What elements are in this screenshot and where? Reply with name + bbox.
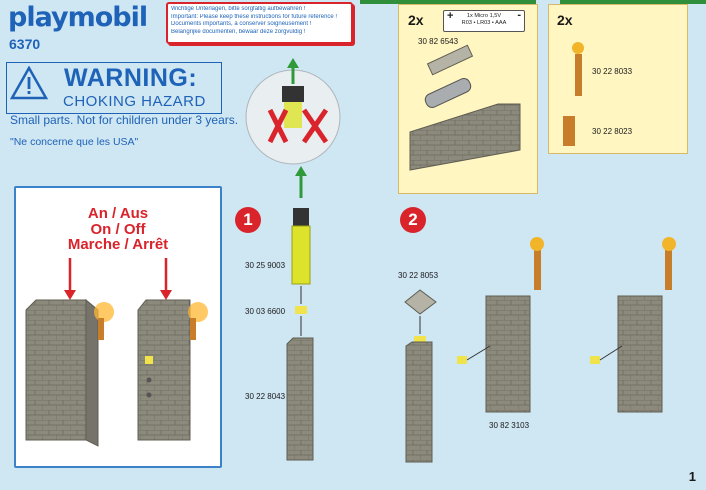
brand-logo: playmobil (8, 2, 148, 33)
step-1-marker: 1 (235, 207, 261, 233)
parts-box-1-quantity: 2x (408, 12, 424, 28)
wrong-insertion-diagram (245, 58, 341, 165)
torch-flame-icon-2 (188, 302, 208, 322)
top-strip-right (560, 0, 706, 4)
step-1-parts (286, 166, 314, 461)
warning-subtitle: CHOKING HAZARD (63, 93, 206, 110)
switch-panel-text: An / Aus On / Off Marche / Arrêt (14, 206, 222, 253)
notice-line-de: Wichtige Unterlagen, bitte sorgfältig au… (171, 6, 306, 12)
top-strip (360, 0, 536, 4)
step-2-parts (404, 237, 676, 463)
battery-title: 1x Micro 1,5V (466, 13, 502, 19)
wall-front-view (25, 258, 114, 447)
notice-line-en: Important: Please keep these instruction… (171, 13, 338, 20)
battery-plus: + (447, 10, 454, 22)
switch-label-en: On / Off (90, 220, 146, 238)
wrong-x-icon-1 (267, 108, 289, 144)
battery-minus: - (517, 9, 521, 21)
switch-label-de: An / Aus (87, 205, 149, 222)
code-wall: 30 82 3103 (489, 421, 530, 430)
wrong-x-icon-2 (301, 108, 329, 144)
code-light-unit: 30 25 9003 (245, 261, 286, 270)
torch-parts-illustration (563, 42, 584, 146)
product-number: 6370 (9, 36, 41, 52)
torch-flame-icon (94, 302, 114, 322)
switch-label-fr: Marche / Arrêt (67, 236, 169, 253)
warning-title: WARNING: (64, 64, 198, 92)
parts-box-2-code-a: 30 22 8033 (592, 67, 633, 76)
notice-line-fr: Documents importants, à conserver soigne… (171, 21, 312, 28)
code-cap: 30 22 8053 (398, 271, 439, 280)
parts-box-2-quantity: 2x (557, 12, 573, 28)
battery-spec-label: + 1x Micro 1,5V R03 • LR03 • AAA - (443, 10, 525, 32)
step-2-marker: 2 (400, 207, 426, 233)
page-number: 1 (688, 469, 696, 484)
code-pillar: 30 22 8043 (245, 392, 286, 401)
switch-button-icon (145, 356, 153, 364)
notice-line-nl: Belangrijke documenten, bewaar deze zorg… (171, 28, 306, 35)
code-clip: 30 03 6600 (245, 307, 286, 316)
up-arrow-icon (287, 58, 299, 68)
parts-box-1-code: 30 82 6543 (418, 37, 459, 46)
keep-instructions-notice: Wichtige Unterlagen, bitte sorgfältig au… (166, 2, 353, 44)
parts-box-2-code-b: 30 22 8023 (592, 127, 633, 136)
usa-note: "Ne concerne que les USA" (10, 136, 139, 148)
warning-triangle-icon (10, 66, 48, 100)
battery-types: R03 • LR03 • AAA (461, 20, 507, 26)
wall-back-view (137, 258, 208, 441)
warning-box (6, 62, 222, 114)
battery-parts-illustration (409, 44, 521, 171)
warning-body: Small parts. Not for children under 3 ye… (10, 113, 239, 127)
